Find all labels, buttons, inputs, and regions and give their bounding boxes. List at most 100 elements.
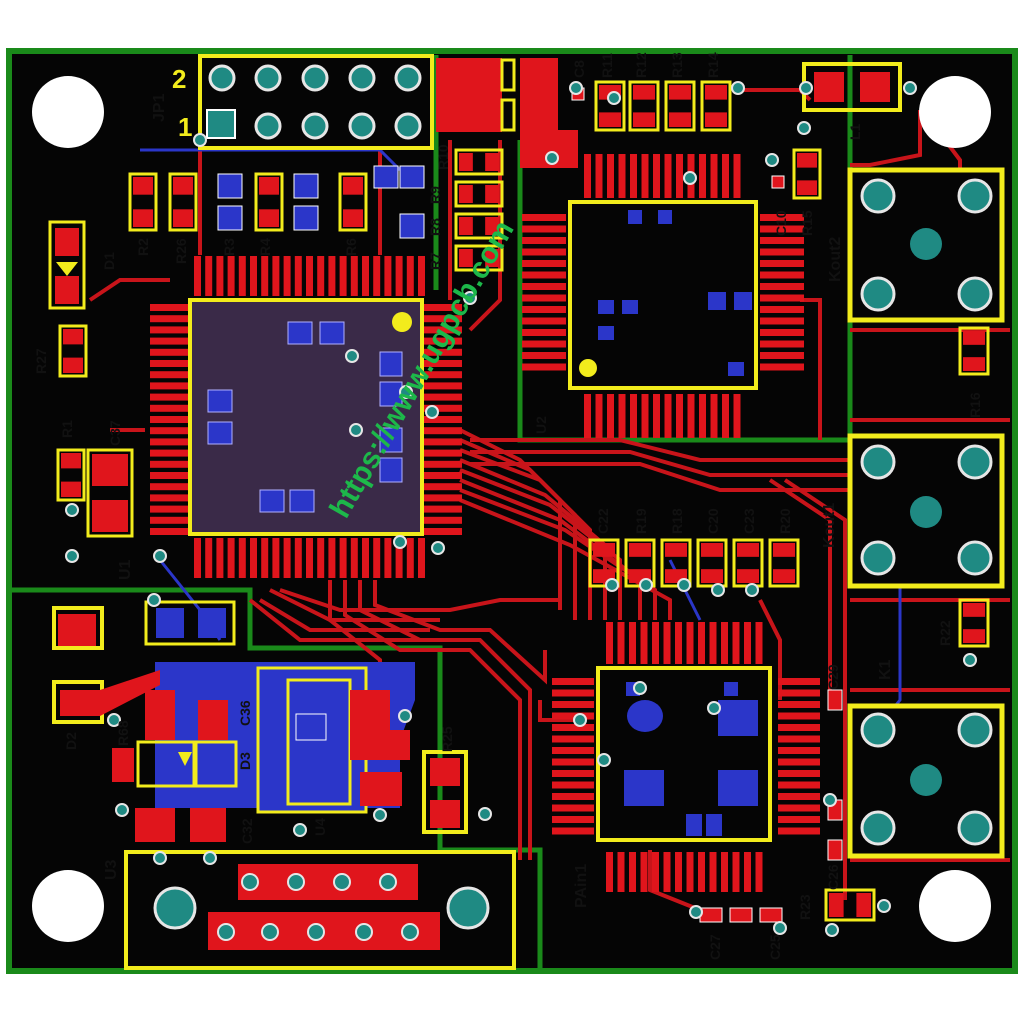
via <box>349 423 363 437</box>
smd-part <box>958 598 990 648</box>
chip-pin <box>663 852 671 892</box>
chip-pin <box>418 538 425 578</box>
via <box>569 81 583 95</box>
mounting-holes <box>32 76 991 942</box>
label-r19: R19 <box>633 508 649 534</box>
chip-pin <box>552 770 594 777</box>
chip-pin <box>317 538 325 578</box>
via <box>683 171 697 185</box>
chip-pin <box>732 622 740 664</box>
chip-pin <box>406 538 414 578</box>
via <box>463 291 477 305</box>
chip-pin <box>552 735 594 743</box>
label-d2: D2 <box>63 732 79 750</box>
label-r25: R25 <box>439 726 455 752</box>
smd-pad <box>827 839 843 861</box>
smd-part <box>664 80 696 132</box>
chip-pin <box>606 852 613 892</box>
via <box>425 405 439 419</box>
via <box>345 349 359 363</box>
power-section <box>52 600 468 842</box>
chip-pin <box>150 382 188 390</box>
chip-pin <box>328 256 336 296</box>
chip-pin <box>150 427 188 435</box>
chip-pin <box>629 622 636 664</box>
label-c36: C36 <box>237 700 253 726</box>
chip-pin <box>778 816 820 823</box>
chip-pin <box>722 394 729 438</box>
chip-pin <box>395 256 403 296</box>
chip-pin <box>630 154 637 198</box>
chip-pin <box>418 256 425 296</box>
chip-pin <box>250 538 257 578</box>
via <box>393 535 407 549</box>
chip-pin <box>709 852 717 892</box>
chip-pin <box>595 154 603 198</box>
smd-part <box>454 180 504 208</box>
via <box>573 713 587 727</box>
via <box>963 653 977 667</box>
smd-pad <box>771 175 785 189</box>
u2-chip <box>522 154 804 438</box>
chip-pin <box>760 225 804 233</box>
chip-pin <box>424 315 462 323</box>
chip-pin <box>617 852 625 892</box>
chip-pin <box>760 306 804 313</box>
chip-pin <box>424 337 462 345</box>
via <box>398 709 412 723</box>
smd-pad <box>217 173 243 199</box>
chip-pin <box>722 154 729 198</box>
chip-pin <box>150 438 188 446</box>
label-r11: R11 <box>599 53 615 78</box>
chip-pin <box>522 214 566 221</box>
chip-pin <box>721 852 728 892</box>
chip-pin <box>744 622 751 664</box>
chip-pin <box>424 528 462 535</box>
chip-pin <box>686 622 694 664</box>
chip-pin <box>406 256 414 296</box>
chip-pin <box>294 256 302 296</box>
chip-pin <box>778 804 820 812</box>
chip-pin <box>675 852 682 892</box>
smd-passives <box>56 80 990 923</box>
chip-pin <box>760 352 804 359</box>
chip-pin <box>760 340 804 348</box>
smd-pad <box>699 907 723 923</box>
chip-pin <box>778 758 820 766</box>
chip-pin <box>618 154 626 198</box>
label-c10: C10 <box>773 210 789 236</box>
label-c20: C20 <box>705 508 721 534</box>
via <box>65 549 79 563</box>
chip-pin <box>150 460 188 468</box>
chip-pin <box>552 816 594 823</box>
hole-top-right <box>919 76 991 148</box>
chip-pin <box>424 371 462 379</box>
chip-pin <box>424 438 462 446</box>
chip-pin <box>710 154 718 198</box>
chip-pin <box>522 352 566 359</box>
d1-diode <box>48 220 86 310</box>
smd-part <box>56 448 86 502</box>
label-r12: R12 <box>633 52 649 78</box>
chip-pin <box>362 538 369 578</box>
via <box>731 81 745 95</box>
chip-pin <box>522 329 566 336</box>
via <box>107 713 121 727</box>
smd-pad <box>293 205 319 231</box>
label-r6: R6 <box>343 238 359 256</box>
chip-pin <box>150 348 188 356</box>
chip-pin <box>216 256 224 296</box>
chip-pin <box>350 538 358 578</box>
via <box>607 91 621 105</box>
chip-pin <box>653 394 660 438</box>
label-r20: R20 <box>777 508 793 534</box>
chip-pin <box>150 516 188 524</box>
via <box>677 578 691 592</box>
chip-pin <box>424 460 462 468</box>
chip-pin <box>552 804 594 812</box>
via <box>293 823 307 837</box>
chip-pin <box>306 538 313 578</box>
chip-pin <box>522 248 566 256</box>
chip-pin <box>640 852 648 892</box>
chip-pin <box>641 154 649 198</box>
